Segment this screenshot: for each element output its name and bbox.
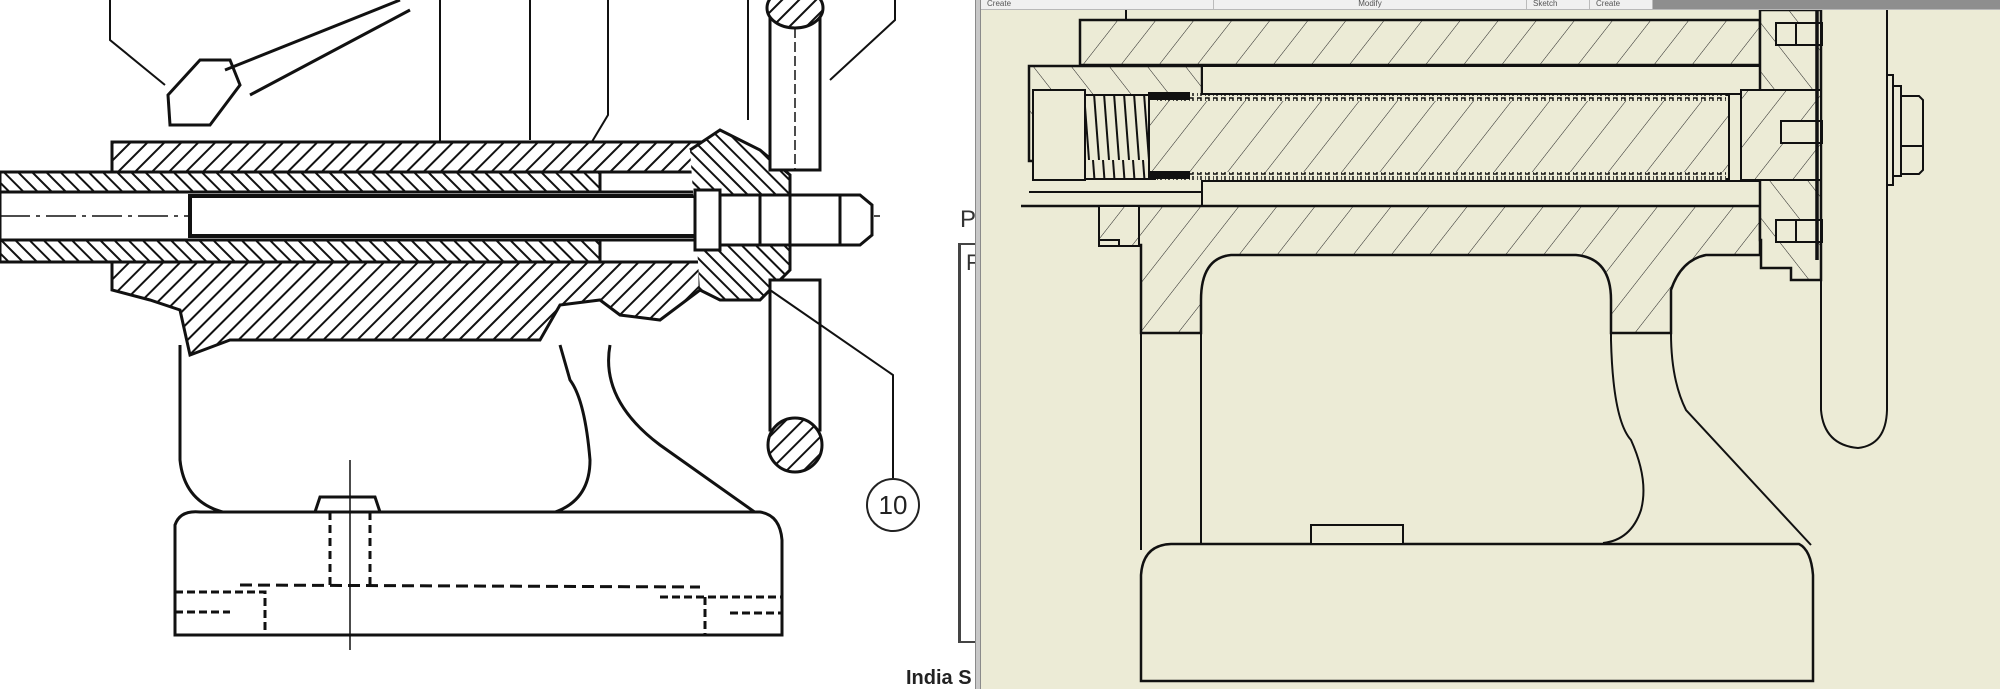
ribbon-group-create[interactable]: Create [981, 0, 1214, 9]
ribbon-toolbar: Create Modify Sketch Create [981, 0, 2000, 10]
cad-viewport[interactable] [981, 0, 2000, 689]
part-balloon: 10 [866, 478, 920, 532]
reference-drawing [0, 0, 896, 650]
cad-section-view [1021, 8, 1924, 683]
side-text-p: P [960, 206, 975, 233]
pane-divider[interactable] [975, 0, 981, 689]
side-table-frame [958, 243, 975, 643]
ribbon-group-modify[interactable]: Modify [1214, 0, 1527, 9]
balloon-number: 10 [878, 489, 908, 520]
footer-text: India S [906, 667, 972, 689]
ribbon-group-sketch[interactable]: Sketch [1527, 0, 1590, 9]
reference-drawing-panel: 10 P F India S [0, 0, 975, 689]
ribbon-empty-area [1653, 0, 2000, 9]
ribbon-group-create-2[interactable]: Create [1590, 0, 1653, 9]
side-text-f: F [966, 250, 975, 275]
